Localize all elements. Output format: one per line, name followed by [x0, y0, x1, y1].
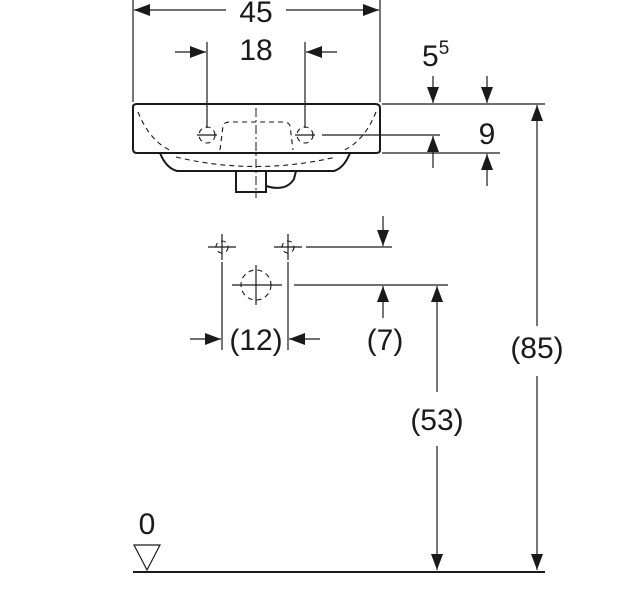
dimension-connection-spacing: (12): [190, 262, 320, 357]
floor-level: 0: [133, 508, 545, 573]
label-total-height: (85): [510, 332, 563, 365]
connection-points: [208, 234, 302, 305]
floor-level-triangle-icon: [133, 544, 161, 572]
dimension-total-height: (85): [510, 105, 564, 570]
dimension-connection-offset: (7): [294, 216, 448, 357]
dimension-drain-height: (53): [410, 286, 464, 570]
dimension-basin-height: 9: [322, 118, 500, 186]
dimension-tap-spacing: 18: [175, 34, 337, 128]
dimension-width-total: 45: [132, 0, 381, 102]
label-basin-height: 9: [479, 118, 496, 151]
label-connection-spacing: (12): [229, 324, 282, 357]
label-width-total: 45: [239, 0, 272, 29]
label-connection-offset: (7): [367, 324, 404, 357]
washbasin-outline: [132, 103, 381, 198]
label-rim-offset: 55: [422, 38, 449, 73]
label-floor-level: 0: [139, 508, 156, 541]
dimension-rim-offset: 55: [382, 38, 545, 105]
label-drain-height: (53): [410, 404, 463, 437]
label-tap-spacing: 18: [239, 34, 272, 67]
